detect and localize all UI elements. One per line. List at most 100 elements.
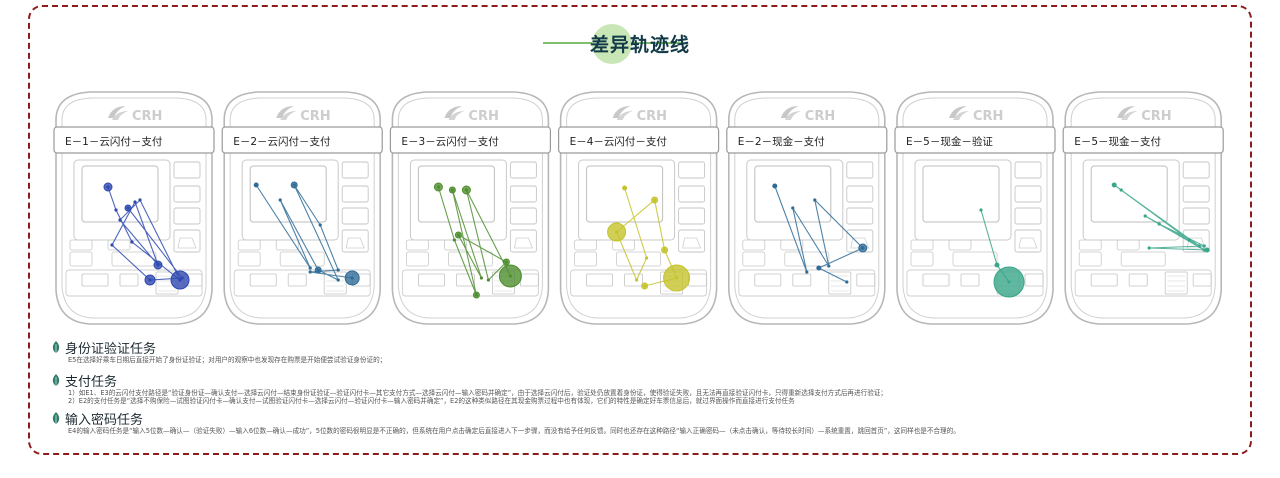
title-line-right xyxy=(632,42,682,44)
slot-card xyxy=(509,207,537,225)
task-section-header: 输入密码任务 xyxy=(52,409,1232,428)
slot-card xyxy=(1014,207,1042,225)
crh-logo-text: CRH xyxy=(132,109,162,124)
receipt-outlet xyxy=(287,273,307,287)
small-button xyxy=(69,239,93,251)
receipt-outlet xyxy=(1128,273,1148,287)
trajectory-point xyxy=(805,270,809,274)
keypad xyxy=(828,271,852,295)
id-reader xyxy=(173,229,201,253)
trajectory-line xyxy=(437,186,511,296)
machine-label: E－4－云闪付－支付 xyxy=(570,135,667,148)
trajectory-point xyxy=(813,198,817,202)
small-button xyxy=(1116,239,1140,251)
dwell-circle xyxy=(816,265,822,271)
coin-slot xyxy=(952,251,998,267)
trajectory-point xyxy=(110,243,114,247)
trajectory-point xyxy=(845,280,849,284)
id-reader-icon xyxy=(513,237,533,249)
dwell-circle xyxy=(153,260,163,270)
crh-logo-text: CRH xyxy=(468,109,498,124)
machine-label-bar xyxy=(389,126,551,154)
slot-top xyxy=(341,161,369,179)
trajectory-line xyxy=(1113,184,1208,251)
small-button xyxy=(1078,239,1102,251)
crh-logo-icon xyxy=(780,106,799,118)
id-reader-icon xyxy=(177,237,197,249)
slot-mid xyxy=(341,185,369,203)
dwell-circle xyxy=(858,243,868,253)
crh-logo-icon xyxy=(444,106,463,118)
slot-top xyxy=(1182,161,1210,179)
dwell-circle xyxy=(994,262,1000,268)
dwell-circle xyxy=(663,264,691,292)
small-button xyxy=(910,239,934,251)
id-reader-icon xyxy=(345,237,365,249)
screen xyxy=(417,165,495,223)
screen xyxy=(922,165,1000,223)
page-title: 差异轨迹线 xyxy=(589,34,690,56)
crh-logo-text: CRH xyxy=(300,109,330,124)
trajectory-point xyxy=(1147,246,1151,250)
slot-mid xyxy=(1014,185,1042,203)
dwell-circle xyxy=(472,291,480,299)
task-section-header: 支付任务 xyxy=(52,371,1232,390)
crh-logo-text: CRH xyxy=(805,109,835,124)
screen xyxy=(1090,165,1168,223)
receipt-outlet xyxy=(792,273,812,287)
slot-card xyxy=(678,207,706,225)
machine-label-bar xyxy=(221,126,383,154)
leaf-bullet-icon xyxy=(52,374,60,386)
ticket-outlet xyxy=(586,273,614,287)
small-button xyxy=(574,239,598,251)
trajectory-point xyxy=(130,240,134,244)
crh-logo-icon-swoosh xyxy=(616,111,633,120)
task-section-title: 支付任务 xyxy=(65,374,118,390)
screen xyxy=(249,165,327,223)
machine-inner-outline xyxy=(397,97,543,319)
trajectory-point xyxy=(308,270,312,274)
dwell-circle xyxy=(448,186,456,194)
ticket-outlet xyxy=(922,273,950,287)
id-reader xyxy=(509,229,537,253)
machine-label-bar xyxy=(726,126,888,154)
receipt-outlet xyxy=(960,273,980,287)
trajectory-point xyxy=(979,208,983,212)
dwell-circle xyxy=(344,270,360,286)
leaf-bullet-icon xyxy=(52,412,60,424)
small-button xyxy=(742,239,766,251)
machine-inner-outline xyxy=(61,97,207,319)
machine-label: E－2－现金－支付 xyxy=(738,135,825,148)
trajectory-point xyxy=(791,206,795,210)
slot-mid xyxy=(678,185,706,203)
crh-logo-text: CRH xyxy=(973,109,1003,124)
small-button xyxy=(237,239,261,251)
machines-svg: CRHE－1－云闪付－支付CRHE－2－云闪付－支付CRHE－3－云闪付－支付C… xyxy=(53,91,1224,325)
trajectory-point xyxy=(827,264,831,268)
small-button xyxy=(948,239,972,251)
receipt-outlet xyxy=(119,273,139,287)
receipt-outlet xyxy=(455,273,475,287)
machine: CRH E－2－现金－支付 xyxy=(726,91,888,325)
coin-slot xyxy=(279,251,325,267)
crh-logo-icon-swoosh xyxy=(953,111,969,120)
trajectory-point xyxy=(318,223,322,227)
trajectory-point xyxy=(336,278,340,282)
slot-mid xyxy=(509,185,537,203)
dwell-circle xyxy=(498,264,522,288)
coin-slot xyxy=(616,251,662,267)
card-slot xyxy=(910,251,934,267)
dwell-circle xyxy=(1111,182,1117,188)
machine-label-bar xyxy=(558,126,720,154)
slot-mid xyxy=(846,185,874,203)
dwell-circle xyxy=(651,196,659,204)
trajectory-point xyxy=(1197,244,1201,248)
machine-label-bar xyxy=(53,126,215,154)
task-section-text: 2）E2的支付任务是“选择不购保险—试图验证闪付卡—确认支付—试图验证闪付卡—选… xyxy=(68,397,795,405)
small-button xyxy=(107,239,131,251)
